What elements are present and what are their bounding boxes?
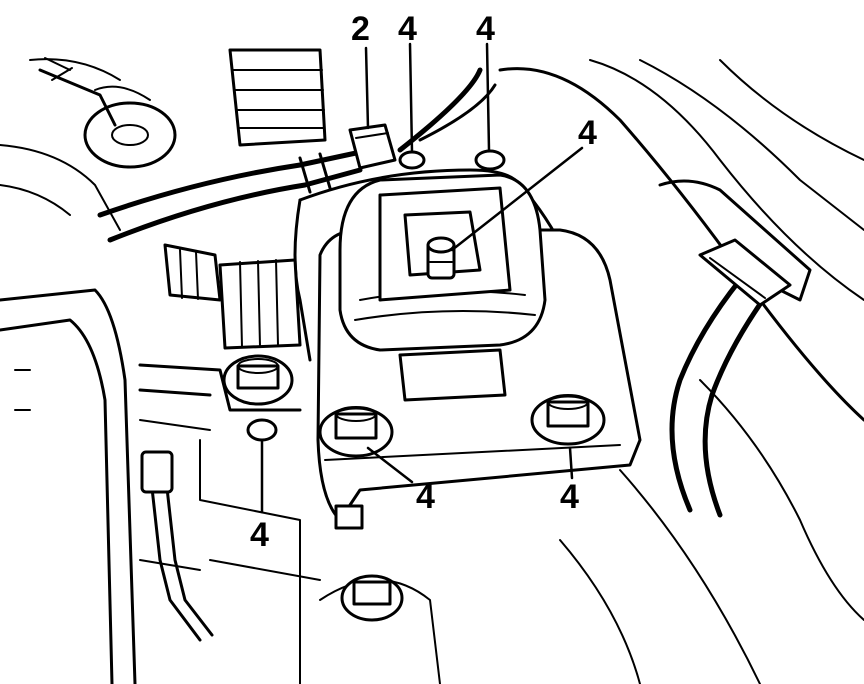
bolt-top-right — [474, 149, 506, 171]
leader-4-mount-left — [366, 446, 414, 484]
leader-4-mount-right — [568, 446, 574, 480]
bolt-mount-right — [530, 394, 606, 446]
leader-2 — [364, 46, 370, 130]
mount-bolts — [222, 149, 606, 622]
leader-4-top-left — [408, 42, 414, 154]
callout-labels: 2 4 4 4 4 4 4 — [250, 10, 597, 554]
upper-hose — [97, 147, 373, 243]
bolt-left-upper — [222, 354, 294, 406]
callout-4-mount-left: 4 — [416, 478, 435, 516]
callout-4-center: 4 — [578, 114, 597, 152]
hose-clip — [348, 123, 397, 170]
upper-boot — [228, 48, 327, 147]
bolt-top-left — [398, 150, 426, 170]
callout-2: 2 — [351, 10, 370, 48]
leader-lines — [260, 42, 584, 514]
callout-4-mount-right: 4 — [560, 478, 579, 516]
lower-left-bracket — [138, 363, 302, 412]
leader-4-top-right — [485, 42, 491, 152]
bolt-bottom — [340, 574, 404, 622]
bolt-mount-left — [318, 406, 394, 458]
lower-left-cable — [140, 450, 214, 642]
left-boot — [163, 243, 302, 350]
callout-4-lower-left: 4 — [250, 516, 269, 554]
transmission-mount — [316, 173, 642, 522]
callout-4-top-right: 4 — [476, 10, 495, 48]
sensor-assembly — [38, 57, 177, 169]
leader-4-center — [450, 146, 584, 252]
callout-4-top-left: 4 — [398, 10, 417, 48]
bolt-lower-bracket — [246, 418, 278, 442]
nut-lower — [334, 504, 364, 530]
right-hose — [669, 238, 792, 518]
